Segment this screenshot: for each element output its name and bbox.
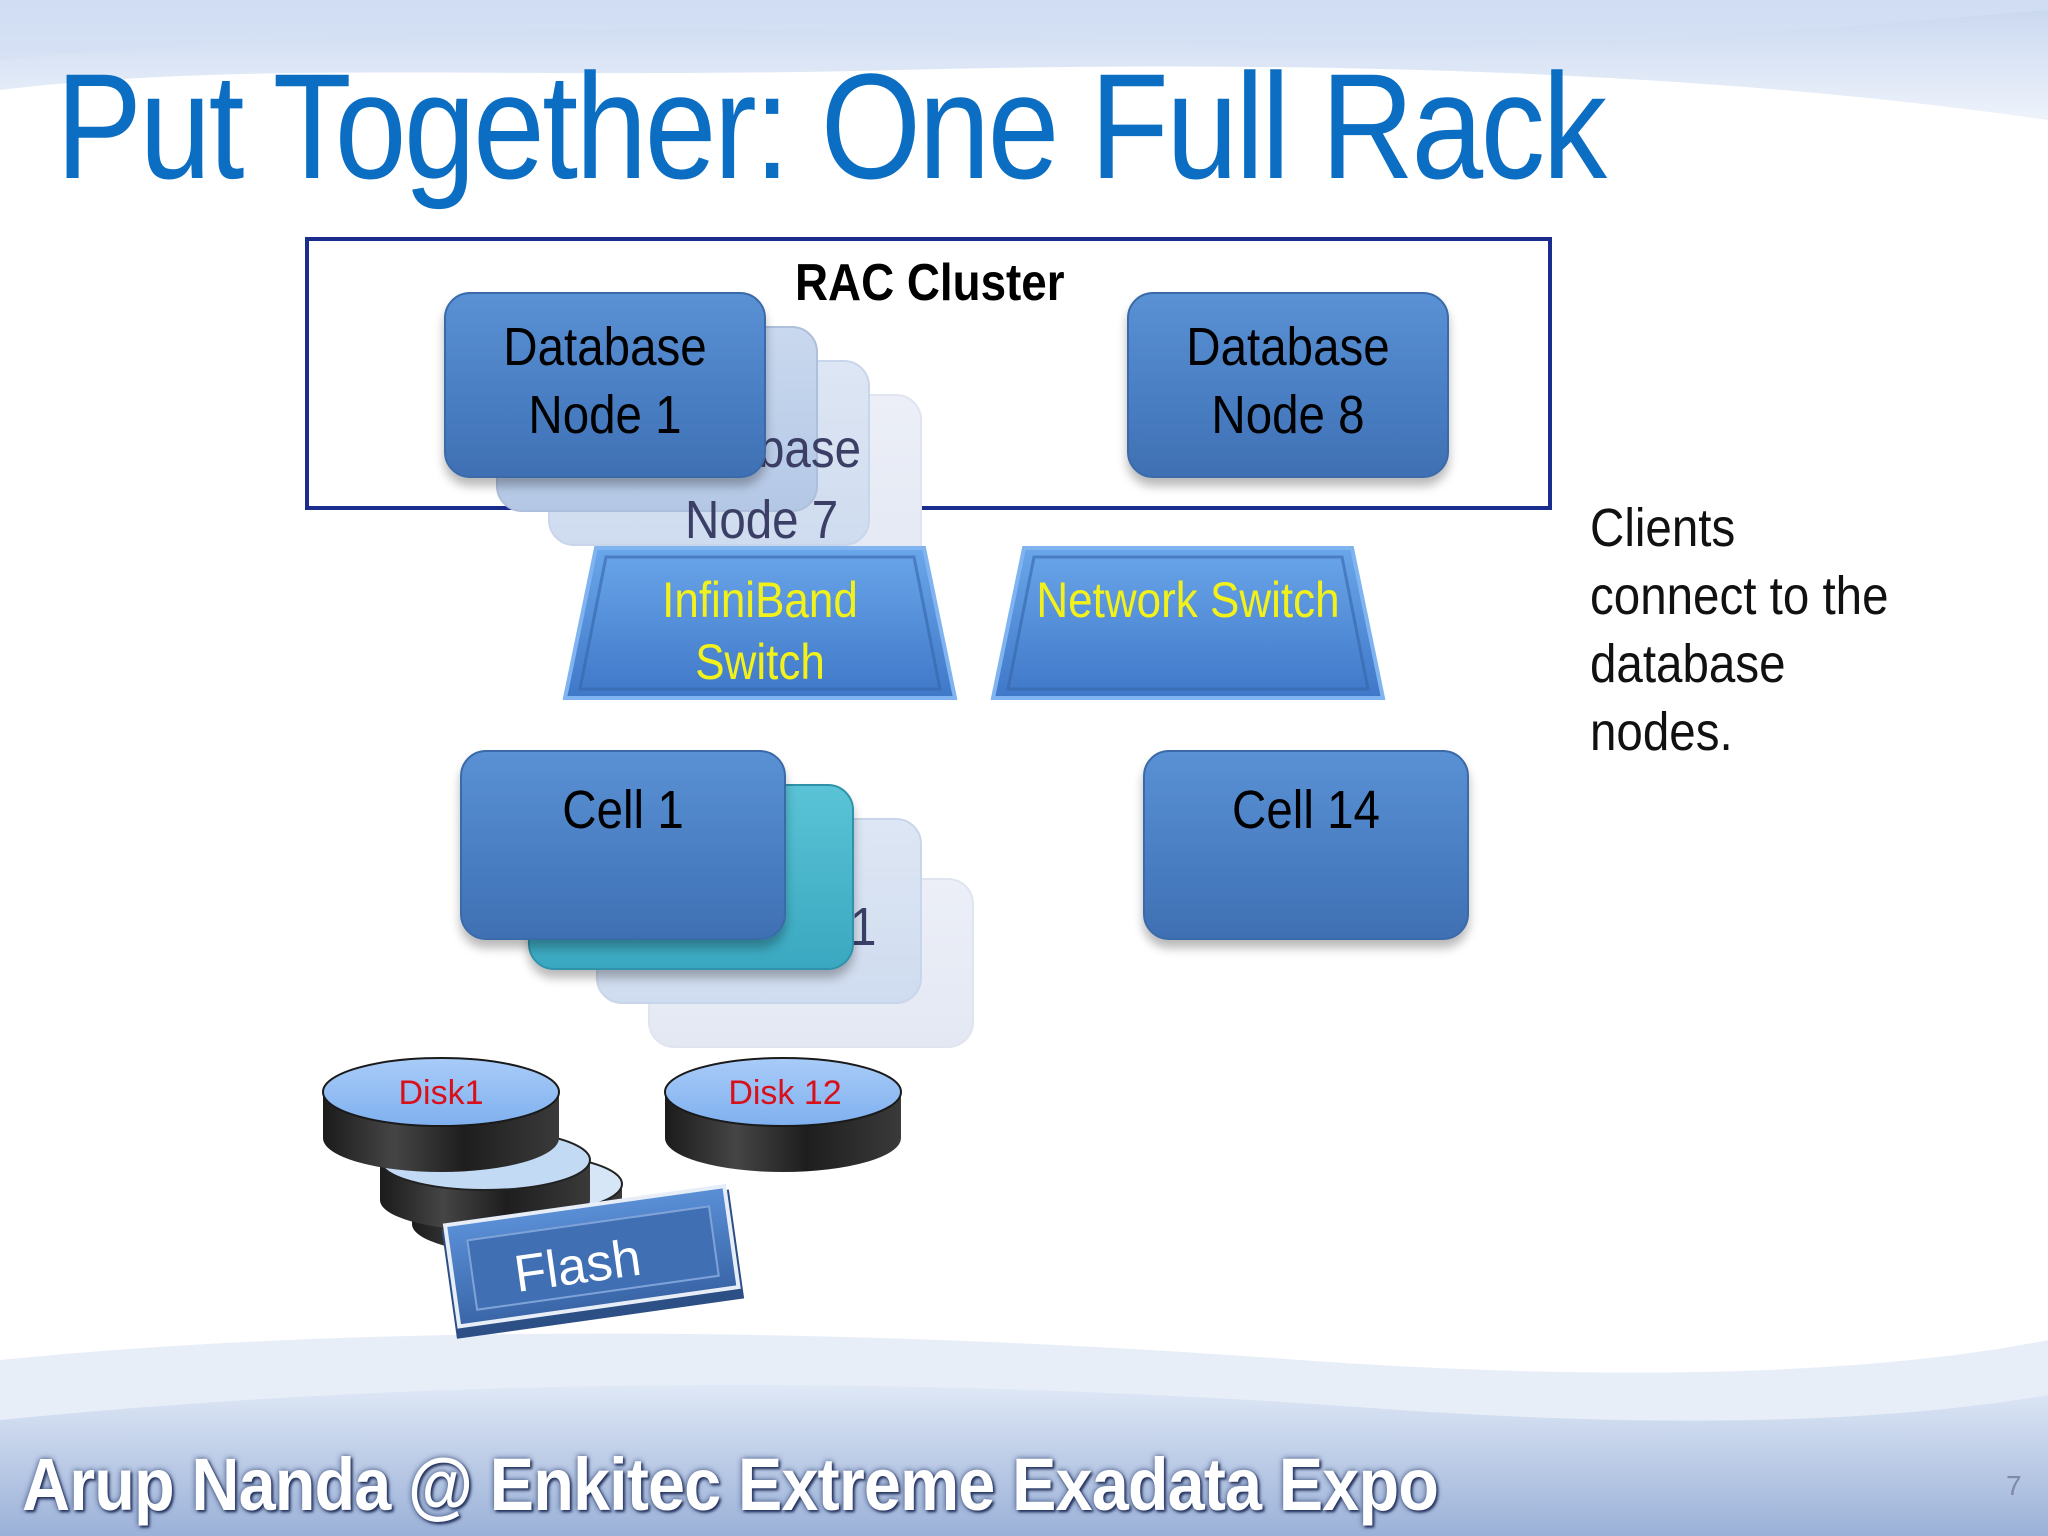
infiniband-switch-label: InfiniBand Switch — [662, 572, 858, 690]
storage-disks-flash: Disk1 Disk 12 Flash — [322, 1057, 902, 1339]
page-number: 7 — [2006, 1470, 2022, 1501]
disk-12-label: Disk 12 — [728, 1074, 841, 1112]
database-node-1: Database Node 1 — [444, 292, 766, 478]
cell-1-label: Cell 1 — [562, 780, 684, 840]
rac-cluster-frame — [305, 237, 1552, 510]
infiniband-switch-shape — [562, 546, 958, 700]
disk-1 — [322, 1057, 560, 1172]
footer-presenter: Arup Nanda @ Enkitec Extreme Exadata Exp… — [22, 1443, 1439, 1526]
cell-14-label: Cell 14 — [1232, 780, 1380, 840]
disk-12 — [664, 1057, 902, 1172]
rac-cluster-label: RAC Cluster — [795, 254, 1065, 312]
database-node-1-label: Database Node 1 — [503, 317, 707, 445]
network-switch-shape — [990, 546, 1386, 700]
database-node-7-partial-lower: Node 7 — [685, 490, 839, 550]
clients-note: Clients connect to the database nodes. — [1590, 498, 1889, 762]
database-node-8-label: Database Node 8 — [1186, 317, 1390, 445]
disk-1-label: Disk1 — [398, 1074, 483, 1112]
cell-14: Cell 14 — [1143, 750, 1469, 940]
network-switch-label: Network Switch — [1036, 572, 1340, 628]
database-node-7-partial-upper: base — [758, 419, 862, 479]
database-node-8: Database Node 8 — [1127, 292, 1449, 478]
cell-stack-partial-label: 1 — [850, 897, 877, 957]
cell-1: Cell 1 — [460, 750, 786, 940]
flash-card — [441, 1183, 745, 1339]
slide-title: Put Together: One Full Rack — [56, 42, 1607, 210]
